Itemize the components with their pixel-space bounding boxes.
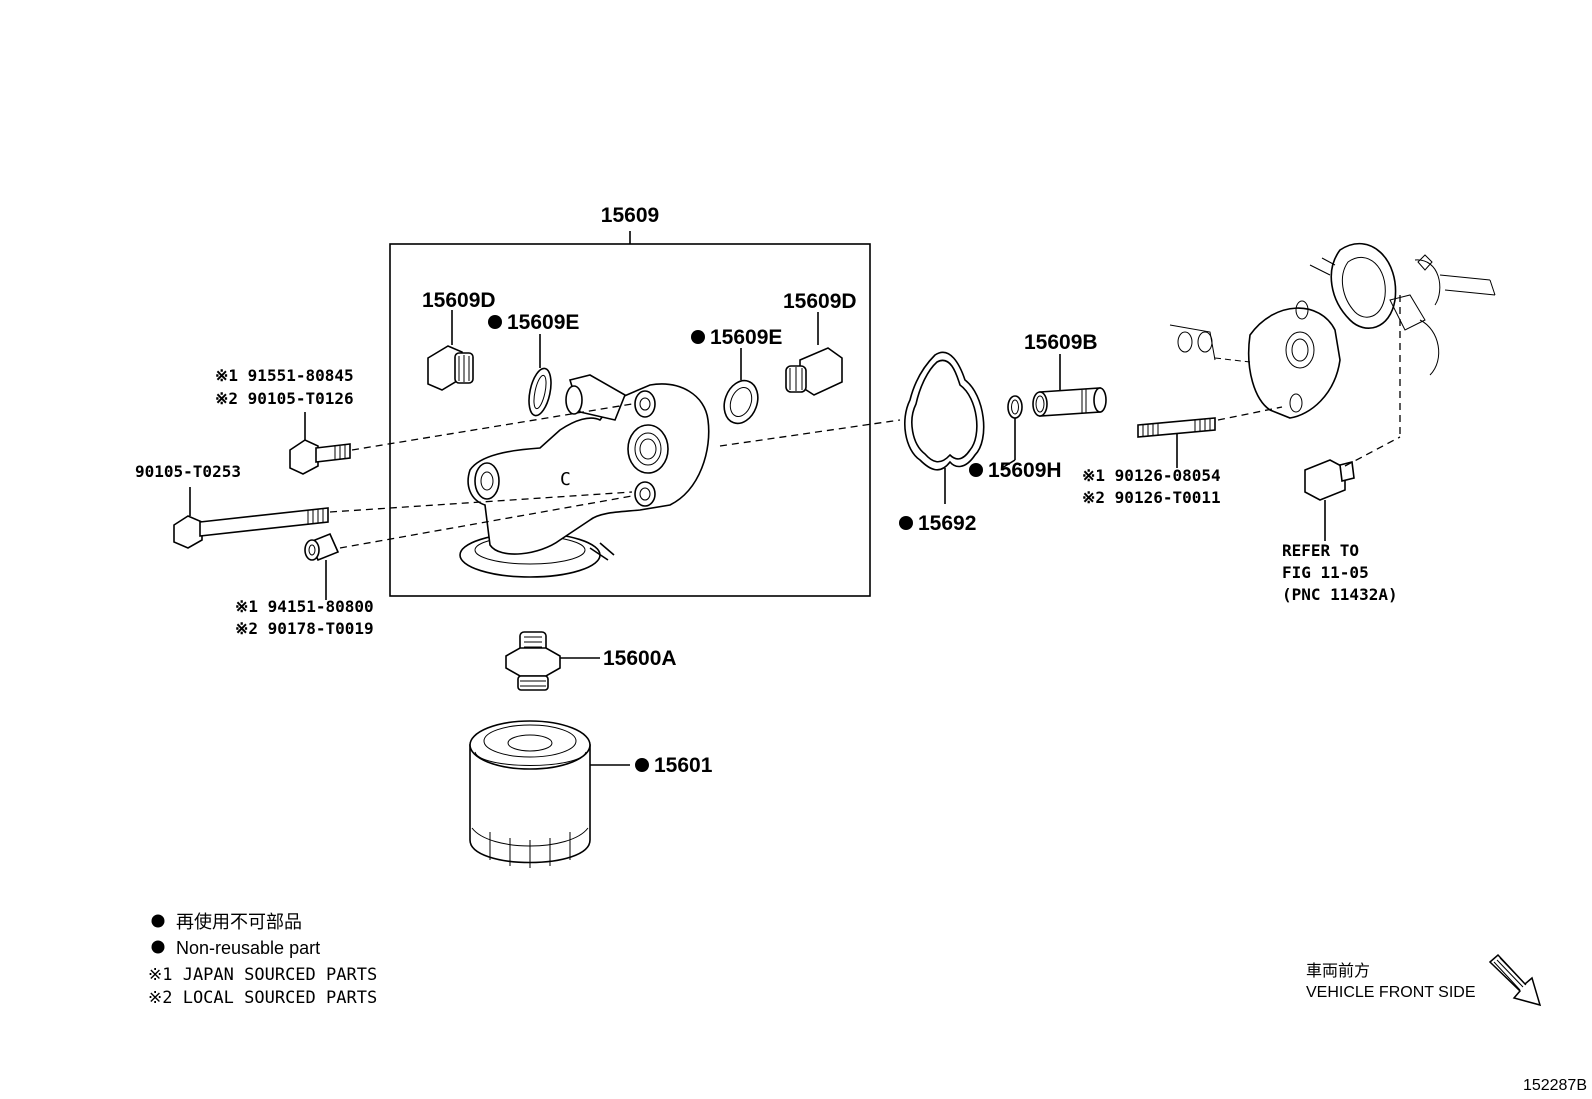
bolt-short: ※1 91551-80845 ※2 90105-T0126 bbox=[215, 366, 354, 475]
collar-line2: ※2 90178-T0019 bbox=[235, 619, 374, 638]
label-15609B: 15609B bbox=[1024, 331, 1098, 354]
oring-15609H: 15609H bbox=[969, 395, 1062, 482]
bolt-long-label: 90105-T0253 bbox=[135, 462, 241, 481]
assembly-label: 15609 bbox=[601, 204, 659, 227]
drain-plug-refer: REFER TO FIG 11-05 (PNC 11432A) bbox=[1282, 459, 1398, 604]
gasket-15692: 15692 bbox=[899, 351, 985, 535]
label-15600A: 15600A bbox=[603, 647, 677, 670]
stud-part-line1: ※1 90126-08054 bbox=[1082, 466, 1221, 485]
gasket-15609E-left: 15609E bbox=[488, 311, 579, 417]
legend-note1: ※1 JAPAN SOURCED PARTS bbox=[148, 965, 377, 985]
label-15601: 15601 bbox=[654, 754, 713, 777]
collar: ※1 94151-80800 ※2 90178-T0019 bbox=[235, 532, 374, 638]
filled-circle-icon bbox=[969, 463, 983, 477]
figure-id: 152287B bbox=[1523, 1077, 1587, 1094]
label-15609E-left: 15609E bbox=[507, 311, 579, 334]
label-15609D-right: 15609D bbox=[783, 290, 857, 313]
legend-nonreusable-en: Non-reusable part bbox=[176, 938, 320, 958]
filled-circle-icon bbox=[151, 940, 165, 954]
vehicle-front-indicator: 車両前方 VEHICLE FRONT SIDE bbox=[1306, 953, 1542, 1007]
legend-note2: ※2 LOCAL SOURCED PARTS bbox=[148, 988, 377, 1008]
direction-jp: 車両前方 bbox=[1306, 962, 1370, 980]
refer-line2: FIG 11-05 bbox=[1282, 563, 1369, 582]
filled-circle-icon bbox=[151, 914, 165, 928]
filled-circle-icon bbox=[635, 758, 649, 772]
refer-line3: (PNC 11432A) bbox=[1282, 585, 1398, 604]
engine-block-section bbox=[1169, 243, 1496, 437]
oil-filter-15601: 15601 bbox=[469, 720, 713, 868]
stud-bolt: ※1 90126-08054 ※2 90126-T0011 bbox=[1082, 417, 1221, 507]
bolt-short-line1: ※1 91551-80845 bbox=[215, 366, 354, 385]
filled-circle-icon bbox=[691, 330, 705, 344]
label-15609D-left: 15609D bbox=[422, 289, 496, 312]
pipe-15609B: 15609B bbox=[1024, 331, 1107, 417]
plug-15609D-left: 15609D bbox=[422, 289, 496, 391]
collar-line1: ※1 94151-80800 bbox=[235, 597, 374, 616]
refer-line1: REFER TO bbox=[1282, 541, 1359, 560]
filled-circle-icon bbox=[899, 516, 913, 530]
union-15600A: 15600A bbox=[505, 631, 677, 691]
assembly-15609: 15609 bbox=[389, 204, 871, 597]
label-15609E-right: 15609E bbox=[710, 326, 782, 349]
svg-text:C: C bbox=[560, 469, 571, 490]
stud-part-line2: ※2 90126-T0011 bbox=[1082, 488, 1221, 507]
direction-en: VEHICLE FRONT SIDE bbox=[1306, 984, 1476, 1001]
diagonal-arrow-icon bbox=[1488, 953, 1542, 1007]
bolt-short-line2: ※2 90105-T0126 bbox=[215, 389, 354, 408]
bolt-long: 90105-T0253 bbox=[135, 462, 329, 549]
filled-circle-icon bbox=[488, 315, 502, 329]
cap-15609D-right: 15609D bbox=[783, 290, 857, 396]
filter-bracket-drawing: C bbox=[459, 374, 710, 578]
legend: 再使用不可部品 Non-reusable part ※1 JAPAN SOURC… bbox=[148, 912, 377, 1008]
alignment-lines bbox=[329, 403, 1401, 549]
label-15692: 15692 bbox=[918, 512, 976, 535]
gasket-15609E-right: 15609E bbox=[691, 326, 782, 425]
legend-nonreusable-jp: 再使用不可部品 bbox=[176, 912, 302, 932]
label-15609H: 15609H bbox=[988, 459, 1062, 482]
